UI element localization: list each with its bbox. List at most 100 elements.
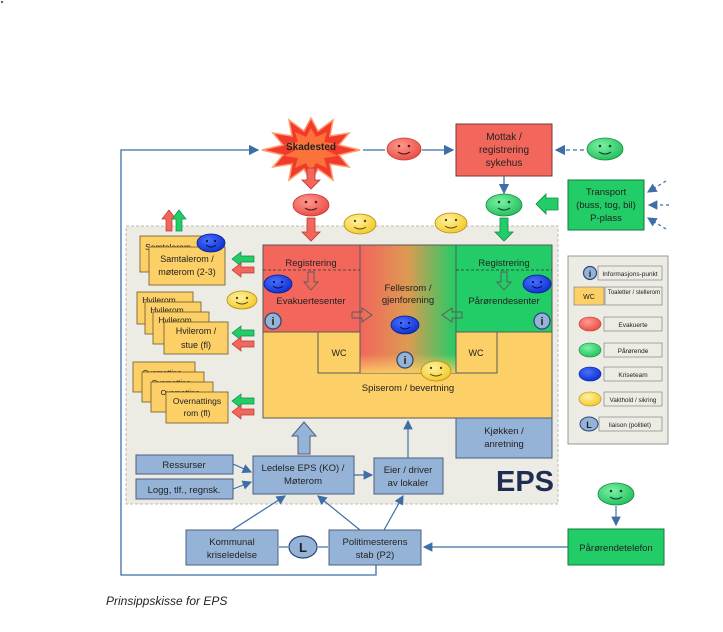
transport-line-3: P-plass (590, 213, 622, 224)
kjokken-line-1: Kjøkken / (484, 426, 524, 437)
legend-item-red: Evakuerte (578, 316, 663, 332)
blue-face-icon (196, 233, 226, 253)
info-icon: i (396, 351, 414, 369)
mottak-line-3: sykehus (486, 158, 523, 169)
arrow-politi-eier (383, 494, 404, 531)
green-arrow-into-eps (494, 217, 514, 242)
red-face-icon (292, 193, 330, 217)
evakuertesenter-label: Evakuertesenter (276, 296, 345, 307)
red-face-icon (386, 137, 422, 161)
yellow-face-icon (420, 360, 452, 382)
arrow-kommunal-ledelse (231, 495, 287, 531)
yellow-face-icon (343, 213, 377, 235)
blue-face-icon (390, 315, 420, 335)
hvilerom-back-1: Hvilerom (142, 295, 176, 305)
hvilerom-stack: Hvilerom Hvilerom Hvilerom Hvilerom / st… (136, 291, 229, 355)
eps-main-block: Registrering Evakuertesenter Fellesrom /… (262, 244, 553, 419)
politimester-node: Politimesterens stab (P2) (328, 529, 422, 566)
registrering-left-label: Registrering (285, 258, 336, 269)
legend-item-wc: WC Toaletter / stellerom (573, 286, 663, 306)
red-arrow-up (161, 209, 177, 232)
ledelse-node: Ledelse EPS (KO) / Møterom (252, 455, 355, 495)
politimester-line-2: stab (P2) (356, 550, 395, 561)
legend-wc-badge: WC (583, 294, 595, 301)
legend-label: Vakthold / sikring (610, 397, 657, 404)
liaison-symbol: L (299, 540, 307, 555)
ledelse-line-1: Ledelse EPS (KO) / (262, 463, 345, 474)
overnatting-stack: Overnatting Overnatting Overnatting Over… (132, 361, 229, 424)
ledelse-line-2: Møterom (284, 476, 322, 487)
liaison-icon: L (288, 535, 318, 559)
transport-line-1: Transport (586, 187, 627, 198)
skadested-label: Skadested (286, 142, 336, 153)
yellow-face-icon (226, 290, 258, 310)
spiserom-label: Spiserom / bevertning (362, 383, 454, 394)
corner-dot (0, 0, 4, 4)
hvilerom-line-2: stue (fl) (181, 340, 211, 350)
dashed-arrow-in-3 (646, 217, 667, 230)
fellesrom-line-2: gjenforening (382, 295, 434, 306)
green-face-icon (485, 193, 523, 217)
figure-caption: Prinsippskisse for EPS (106, 594, 228, 608)
legend-item-blue: Kriseteam (578, 366, 663, 382)
parorendesenter-label: Pårørendesenter (468, 296, 539, 307)
green-face-icon (597, 482, 635, 506)
mottak-line-2: registrering (479, 145, 529, 156)
legend-item-liaison: L liaison (politiet) (579, 416, 663, 432)
legend-label: Informasjons-punkt (602, 271, 657, 278)
overnatting-line-1: Overnattings (173, 396, 221, 406)
overnatting-line-2: rom (fl) (184, 408, 211, 418)
info-symbol: i (589, 269, 592, 279)
arrow-ressurser (232, 463, 253, 473)
samtalerom-line-2: møterom (2-3) (158, 267, 216, 277)
info-symbol: i (403, 355, 406, 367)
arrow-logg (232, 480, 253, 490)
legend-label: Toaletter / stellerom (608, 290, 660, 296)
blue-face-icon (263, 274, 293, 294)
transport-line-2: (buss, tog, bil) (576, 200, 636, 211)
registrering-right-label: Registrering (478, 258, 529, 269)
mottak-line-1: Mottak / (486, 132, 522, 143)
yellow-face-icon (434, 212, 468, 234)
kommunal-node: Kommunal kriseledelse (185, 529, 279, 566)
kjokken-node: Kjøkken / anretning (455, 417, 553, 459)
info-symbol: i (540, 316, 543, 328)
ressurser-label: Ressurser (162, 460, 205, 471)
politimester-line-1: Politimesterens (343, 537, 408, 548)
wc-left-label: WC (332, 348, 347, 358)
hvilerom-back-2: Hvilerom (150, 305, 184, 315)
hvilerom-back-3: Hvilerom (158, 315, 192, 325)
legend-item-green: Pårørende (578, 342, 663, 358)
legend-label: liaison (politiet) (609, 422, 651, 429)
legend-label: Pårørende (618, 347, 649, 355)
eier-line-1: Eier / driver (384, 465, 433, 476)
eier-line-2: av lokaler (388, 478, 429, 489)
wc-left-box (317, 331, 361, 374)
loop-line (120, 144, 377, 576)
samtalerom-stack: Samtalerom Samtalerom / møterom (2-3) (139, 235, 226, 286)
mottak-node: Mottak / registrering sykehus (455, 123, 553, 177)
green-arrow-up (171, 209, 187, 232)
legend-item-info: i Informasjons-punkt (582, 265, 663, 281)
blue-block-arrow-up (290, 421, 318, 455)
legend-item-yellow: Vakthold / sikring (578, 391, 663, 407)
legend: i Informasjons-punkt WC Toaletter / stel… (567, 255, 669, 445)
red-arrow-skadested-down (301, 167, 321, 190)
wc-right-box (455, 331, 498, 374)
dashed-arrow-in-1 (646, 180, 667, 193)
side-arrows (231, 251, 255, 420)
liaison-symbol: L (586, 420, 592, 430)
kommunal-line-1: Kommunal (209, 537, 254, 548)
info-icon: i (264, 312, 282, 330)
transport-node: Transport (buss, tog, bil) P-plass (567, 179, 645, 231)
eps-label: EPS (496, 466, 554, 498)
green-arrow-transport (535, 193, 559, 215)
parorendetelefon-label: Pårørendetelefon (579, 543, 652, 554)
info-icon: i (533, 312, 551, 330)
legend-label: Kriseteam (618, 372, 647, 379)
legend-label: Evakuerte (618, 322, 648, 329)
samtalerom-line-1: Samtalerom / (160, 254, 214, 264)
fellesrom-line-1: Fellesrom / (385, 283, 432, 294)
ressurser-node: Ressurser (135, 454, 234, 475)
